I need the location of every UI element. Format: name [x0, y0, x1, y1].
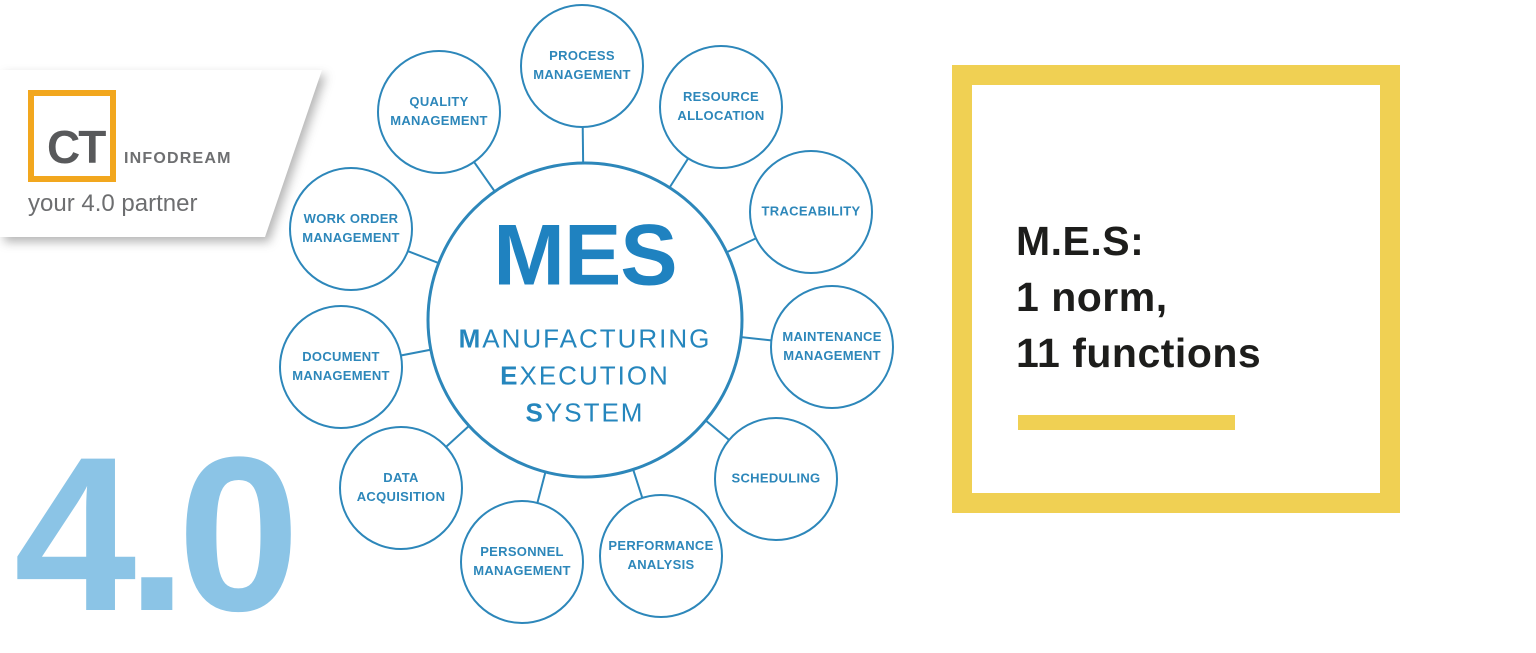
circle-document-management — [279, 305, 403, 429]
label-personnel-management: PERSONNEL MANAGEMENT — [464, 543, 580, 581]
summary-heading-line-2: 1 norm, — [1016, 274, 1168, 320]
industry-4-0-watermark: 4.0 — [14, 411, 300, 653]
logo-plate: CT INFODREAM your 4.0 partner — [0, 70, 322, 237]
label-line: MANAGEMENT — [783, 348, 881, 363]
label-line: DOCUMENT — [302, 349, 380, 365]
label-line: TRACEABILITY — [761, 203, 861, 219]
circle-resource-allocation — [659, 45, 783, 169]
circle-maintenance-management — [770, 285, 894, 409]
summary-heading-line-1: M.E.S: — [1016, 218, 1145, 264]
circle-scheduling — [714, 417, 838, 541]
label-traceability: TRACEABILITY — [753, 203, 869, 222]
label-line: RESOURCE — [682, 89, 760, 105]
label-line: WORK ORDER — [303, 211, 399, 227]
ct-monogram: CT — [47, 121, 106, 173]
mes-word: SYSTEM — [525, 397, 645, 428]
label-line: MAINTENANCE — [782, 329, 882, 345]
mes-word: MANUFACTURING — [458, 323, 712, 354]
circle-quality-management — [377, 50, 501, 174]
mes-acronym: MES — [493, 207, 677, 304]
circle-performance-analysis — [599, 494, 723, 618]
summary-heading-line-3: 11 functions — [1016, 330, 1262, 376]
node-circles — [279, 4, 894, 624]
label-maintenance-management: MAINTENANCE MANAGEMENT — [774, 328, 890, 366]
label-quality-management: QUALITY MANAGEMENT — [381, 93, 497, 131]
label-work-order-management: WORK ORDER MANAGEMENT — [293, 210, 409, 248]
label-line: DATA — [383, 470, 419, 486]
label-performance-analysis: PERFORMANCE ANALYSIS — [603, 537, 719, 575]
label-line: MANAGEMENT — [533, 67, 631, 82]
label-line: MANAGEMENT — [390, 113, 488, 128]
summary-panel: M.E.S: 1 norm, 11 functions — [952, 65, 1400, 513]
label-process-management: PROCESS MANAGEMENT — [524, 47, 640, 85]
circle-process-management — [520, 4, 644, 128]
mes-full-name: MANUFACTURING EXECUTION SYSTEM — [459, 321, 712, 432]
mes-center-circle — [426, 161, 744, 479]
label-line: ACQUISITION — [356, 489, 446, 504]
label-line: MANAGEMENT — [292, 368, 390, 383]
label-resource-allocation: RESOURCE ALLOCATION — [663, 88, 779, 126]
label-line: SCHEDULING — [731, 470, 821, 486]
company-name: INFODREAM — [124, 150, 232, 167]
label-line: PROCESS — [549, 48, 615, 64]
summary-heading: M.E.S: 1 norm, 11 functions — [1016, 213, 1261, 381]
circle-traceability — [749, 150, 873, 274]
label-line: ANALYSIS — [627, 557, 695, 572]
mes-word: EXECUTION — [500, 360, 670, 391]
label-line: PERFORMANCE — [608, 538, 714, 554]
label-line: MANAGEMENT — [473, 563, 571, 578]
circle-personnel-management — [460, 500, 584, 624]
ct-logo-square: CT — [28, 90, 116, 182]
label-document-management: DOCUMENT MANAGEMENT — [283, 348, 399, 386]
label-scheduling: SCHEDULING — [718, 470, 834, 489]
label-line: QUALITY — [409, 94, 469, 110]
label-line: PERSONNEL — [480, 544, 564, 560]
company-tagline: your 4.0 partner — [28, 190, 198, 217]
yellow-underline-bar — [1018, 415, 1235, 430]
label-data-acquisition: DATA ACQUISITION — [343, 469, 459, 507]
label-line: ALLOCATION — [677, 108, 765, 123]
circle-data-acquisition — [339, 426, 463, 550]
circle-work-order-management — [289, 167, 413, 291]
label-line: MANAGEMENT — [302, 230, 400, 245]
